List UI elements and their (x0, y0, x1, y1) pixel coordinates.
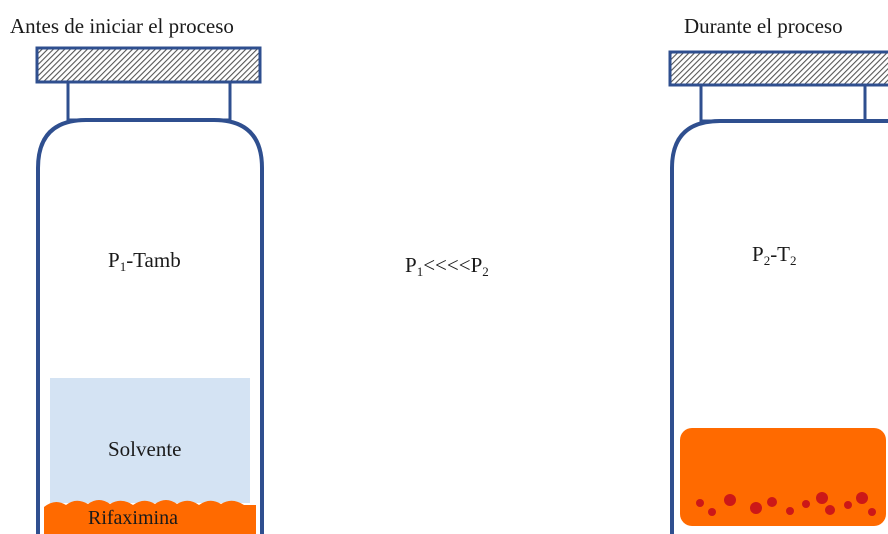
relation-operator: <<<< (423, 253, 471, 277)
pressure-subscript: 1 (119, 259, 127, 274)
solute-layer (44, 500, 256, 534)
vial-neck-before (66, 80, 232, 122)
pressure-subscript: 2 (763, 253, 771, 268)
solute-label: Rifaximina (88, 507, 178, 529)
relation-rhs: P (470, 253, 483, 277)
state-before: P1-Tamb (108, 248, 181, 273)
vial-before (35, 46, 264, 534)
solvent-label: Solvente (108, 437, 182, 461)
solvent-layer (50, 378, 250, 503)
pressure-relation: P1<<<<P2 (405, 253, 489, 278)
vial-during (668, 50, 888, 534)
temperature-subscript: 2 (790, 253, 797, 268)
state-during: P2-T2 (752, 242, 797, 267)
vial-body-during (670, 119, 888, 534)
relation-rhs-subscript: 2 (482, 264, 489, 279)
pressure-symbol: P (752, 242, 764, 266)
title-during: Durante el proceso (684, 14, 843, 38)
relation-lhs: P (405, 253, 417, 277)
title-before: Antes de iniciar el proceso (10, 14, 234, 38)
vial-cap-during (668, 50, 888, 87)
pressure-symbol: P (108, 248, 120, 272)
particles (696, 492, 876, 516)
relation-lhs-subscript: 1 (416, 264, 424, 279)
vial-neck-during (699, 83, 867, 123)
vial-body-before (36, 118, 264, 534)
temperature-label: -Tamb (126, 248, 181, 272)
solvent-texture (50, 378, 250, 503)
temperature-label: -T (770, 242, 791, 266)
vial-cap-before (35, 46, 262, 84)
